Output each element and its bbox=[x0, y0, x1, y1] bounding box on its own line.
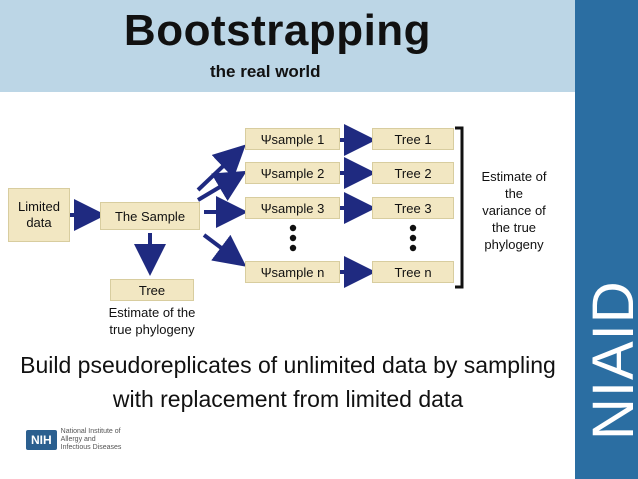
nih-badge: NIH bbox=[26, 430, 57, 450]
tree-result-box: Tree 1 bbox=[372, 128, 454, 150]
tree-box: Tree bbox=[110, 279, 194, 301]
arrow-sample-to-s2 bbox=[196, 170, 247, 202]
ellipsis-dot bbox=[289, 244, 297, 252]
sample-box: Ψsample n bbox=[245, 261, 340, 283]
arrow-sample-to-s1 bbox=[196, 144, 246, 192]
header-band bbox=[0, 0, 575, 92]
nih-institute-name: National Institute of Allergy and Infect… bbox=[60, 428, 122, 451]
sidebar-band bbox=[575, 0, 638, 479]
estimate-variance-label: Estimate of the variance of the true phy… bbox=[481, 169, 547, 252]
limited-data-box: Limited data bbox=[8, 188, 70, 242]
the-sample-box: The Sample bbox=[100, 202, 200, 230]
ellipsis-dot bbox=[409, 224, 417, 232]
sample-box: Ψsample 1 bbox=[245, 128, 340, 150]
ellipsis-dot bbox=[289, 224, 297, 232]
sample-box: Ψsample 2 bbox=[245, 162, 340, 184]
ellipsis-dot bbox=[289, 234, 297, 242]
ellipsis-dot bbox=[409, 244, 417, 252]
tree-result-box: Tree 2 bbox=[372, 162, 454, 184]
tree-result-box: Tree 3 bbox=[372, 197, 454, 219]
nih-logo: NIH National Institute of Allergy and In… bbox=[26, 428, 141, 452]
tree-result-box: Tree n bbox=[372, 261, 454, 283]
body-text: Build pseudoreplicates of unlimited data… bbox=[20, 352, 556, 412]
slide-title: Bootstrapping bbox=[123, 6, 432, 55]
sample-box: Ψsample 3 bbox=[245, 197, 340, 219]
bracket bbox=[455, 126, 464, 289]
slide-subtitle: the real world bbox=[210, 62, 321, 81]
estimate-phylogeny-label: Estimate of the true phylogeny bbox=[108, 305, 196, 337]
arrow-sample-to-sn bbox=[202, 233, 247, 267]
ellipsis-dot bbox=[409, 234, 417, 242]
